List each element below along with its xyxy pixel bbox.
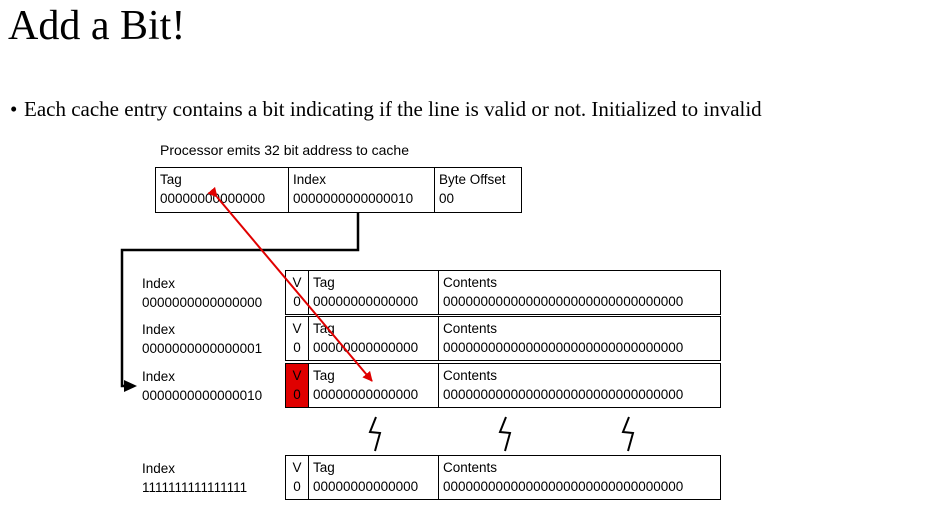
tag-label: Tag xyxy=(313,460,335,475)
address-index-label: Index xyxy=(293,172,327,187)
contents-value: 00000000000000000000000000000000 xyxy=(443,387,684,402)
bullet-point: •Each cache entry contains a bit indicat… xyxy=(10,96,762,122)
row-index: Index 0000000000000010 xyxy=(142,367,262,405)
tag-cell: Tag 00000000000000 xyxy=(308,456,438,499)
contents-value: 00000000000000000000000000000000 xyxy=(443,294,684,309)
contents-cell: Contents 0000000000000000000000000000000… xyxy=(438,271,720,314)
contents-label: Contents xyxy=(443,275,498,290)
row-index-label: Index xyxy=(142,369,176,384)
bullet-icon: • xyxy=(10,97,18,121)
cache-entry: V 0 Tag 00000000000000 Contents 00000000… xyxy=(285,455,721,500)
contents-label: Contents xyxy=(443,368,498,383)
valid-bit-value: 0 xyxy=(293,387,301,402)
contents-value: 00000000000000000000000000000000 xyxy=(443,479,684,494)
tag-compare-arrow xyxy=(207,186,373,382)
address-offset-value: 00 xyxy=(439,191,455,206)
address-tag-label: Tag xyxy=(160,172,182,187)
row-index-value: 0000000000000010 xyxy=(142,388,263,403)
valid-bit-value: 0 xyxy=(293,479,301,494)
contents-cell: Contents 0000000000000000000000000000000… xyxy=(438,456,720,499)
slide-title: Add a Bit! xyxy=(8,3,186,49)
row-index: Index 1111111111111111 xyxy=(142,459,247,497)
valid-bit-label: V xyxy=(292,460,302,475)
contents-label: Contents xyxy=(443,460,498,475)
break-mark-icon xyxy=(621,416,635,452)
valid-bit: V 0 xyxy=(286,456,308,499)
break-mark-icon xyxy=(498,416,512,452)
bullet-text: Each cache entry contains a bit indicati… xyxy=(24,97,762,121)
row-index-value: 1111111111111111 xyxy=(142,480,248,495)
address-offset-field: Byte Offset 00 xyxy=(434,168,521,212)
address-offset-label: Byte Offset xyxy=(439,172,506,187)
row-index-label: Index xyxy=(142,461,176,476)
index-routing-arrow xyxy=(120,213,360,392)
break-mark-icon xyxy=(368,416,382,452)
tag-value: 00000000000000 xyxy=(313,479,419,494)
contents-value: 00000000000000000000000000000000 xyxy=(443,340,684,355)
contents-label: Contents xyxy=(443,321,498,336)
contents-cell: Contents 0000000000000000000000000000000… xyxy=(438,317,720,360)
row-index-label: Index xyxy=(142,322,176,337)
tag-value: 00000000000000 xyxy=(313,387,419,402)
arrowhead-icon xyxy=(124,380,137,392)
row-index-label: Index xyxy=(142,276,176,291)
address-caption: Processor emits 32 bit address to cache xyxy=(160,142,410,158)
contents-cell: Contents 0000000000000000000000000000000… xyxy=(438,364,720,407)
